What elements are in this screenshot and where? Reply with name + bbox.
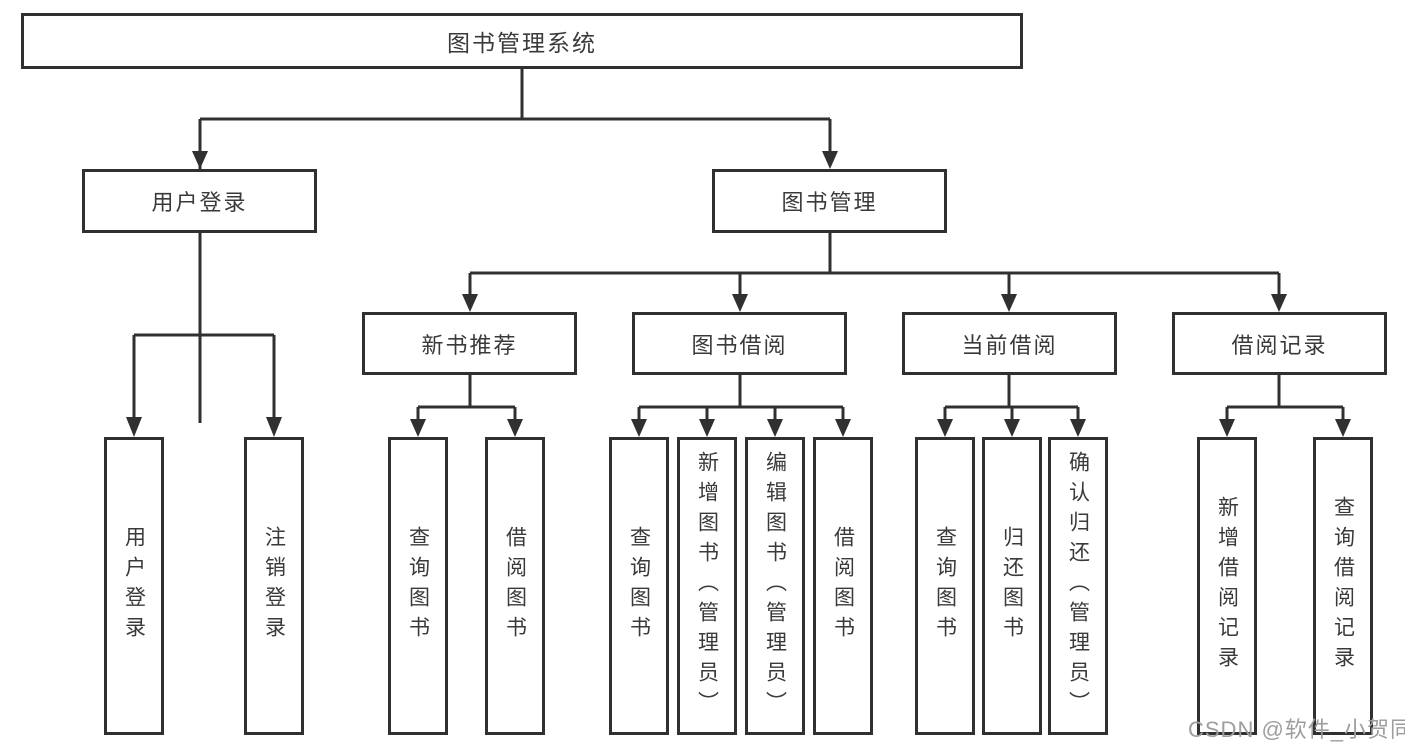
leaf-user-login: 用户登录	[104, 437, 164, 735]
node-library-system-root: 图书管理系统	[21, 13, 1023, 69]
leaf-query-books-current: 查询图书	[915, 437, 975, 735]
leaf-return-books: 归还图书	[982, 437, 1042, 735]
csdn-watermark-text: CSDN @软件_小贺同	[1188, 717, 1405, 742]
leaf-borrow-books: 借阅图书	[813, 437, 873, 735]
csdn-watermark: CSDN @软件_小贺同学	[1188, 712, 1405, 744]
connector-book-management	[462, 233, 1287, 312]
leaf-confirm-return-admin: 确认归还（管理员）	[1048, 437, 1108, 735]
leaf-add-borrow-record: 新增借阅记录	[1197, 437, 1257, 735]
leaf-query-borrow-record: 查询借阅记录	[1313, 437, 1373, 735]
node-new-book-recommend: 新书推荐	[362, 312, 577, 375]
node-borrow-record: 借阅记录	[1172, 312, 1387, 375]
leaf-logout-login: 注销登录	[244, 437, 304, 735]
connector-new-book-recommend	[410, 375, 523, 437]
node-book-borrow: 图书借阅	[632, 312, 847, 375]
leaf-borrow-books-recommend: 借阅图书	[485, 437, 545, 735]
connector-borrow-record	[1219, 375, 1351, 437]
connector-book-borrow	[631, 375, 851, 437]
node-current-borrow: 当前借阅	[902, 312, 1117, 375]
connector-user-login	[126, 233, 282, 437]
connector-current-borrow	[937, 375, 1086, 437]
leaf-query-books-recommend: 查询图书	[388, 437, 448, 735]
leaf-edit-books-admin: 编辑图书（管理员）	[745, 437, 805, 735]
connector-root	[192, 69, 838, 423]
leaf-query-books-borrow: 查询图书	[609, 437, 669, 735]
leaf-add-books-admin: 新增图书（管理员）	[677, 437, 737, 735]
node-book-management: 图书管理	[712, 169, 947, 233]
node-user-login: 用户登录	[82, 169, 317, 233]
